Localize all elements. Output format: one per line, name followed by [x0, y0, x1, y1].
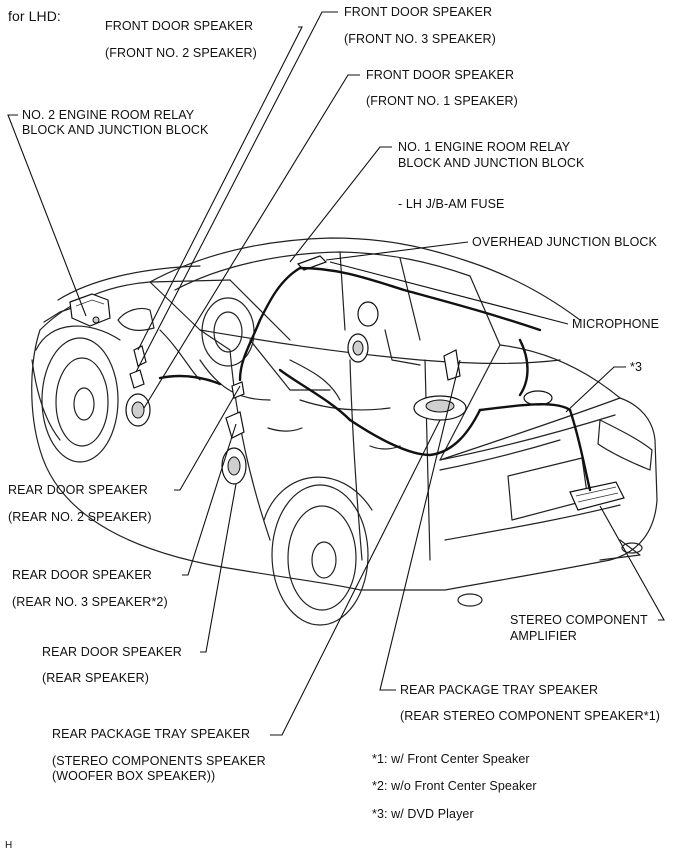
front-no3-line1: FRONT DOOR SPEAKER — [344, 5, 493, 19]
rear-tray2-line3: (WOOFER BOX SPEAKER)) — [52, 769, 216, 783]
front-no1-line1: FRONT DOOR SPEAKER — [366, 68, 515, 82]
stereo-amplifier — [569, 481, 625, 511]
no2-relay-block — [69, 293, 111, 327]
footnote-3: *3: w/ DVD Player — [372, 807, 474, 821]
rear-wheel — [263, 476, 373, 626]
rear-tray-speakers — [347, 301, 553, 421]
rear-no3-line1: REAR DOOR SPEAKER — [12, 568, 152, 582]
overhead-jb-label: OVERHEAD JUNCTION BLOCK — [472, 235, 657, 249]
figure-header: for LHD: — [8, 8, 61, 24]
front-wheel — [35, 325, 121, 463]
front-no2-line1: FRONT DOOR SPEAKER — [105, 19, 254, 33]
front-no1-line2: (FRONT NO. 1 SPEAKER) — [366, 94, 518, 108]
footnote-1: *1: w/ Front Center Speaker — [372, 752, 530, 766]
no1-relay-line1: NO. 1 ENGINE ROOM RELAY — [398, 140, 571, 154]
rear-no2-line1: REAR DOOR SPEAKER — [8, 483, 148, 497]
no2-relay-line2: BLOCK AND JUNCTION BLOCK — [22, 123, 209, 137]
leader-lines — [7, 11, 665, 736]
rear-door-speakers — [221, 381, 247, 485]
front-no3-line2: (FRONT NO. 3 SPEAKER) — [344, 32, 496, 46]
no2-relay-line1: NO. 2 ENGINE ROOM RELAY — [22, 108, 195, 122]
rear-tray2-line2: (STEREO COMPONENTS SPEAKER — [52, 754, 266, 768]
rear-no3-line2: (REAR NO. 3 SPEAKER*2) — [12, 595, 168, 609]
rear-tray2-line1: REAR PACKAGE TRAY SPEAKER — [52, 727, 251, 741]
microphone-label: MICROPHONE — [572, 317, 660, 331]
no1-relay-line2: BLOCK AND JUNCTION BLOCK — [398, 156, 585, 170]
amplifier-line2: AMPLIFIER — [510, 629, 577, 643]
dvd-marker-label: *3 — [630, 360, 643, 374]
corner-mark: H — [5, 840, 13, 851]
rear-tray1-line2: (REAR STEREO COMPONENT SPEAKER*1) — [400, 709, 661, 723]
amplifier-line1: STEREO COMPONENT — [510, 613, 648, 627]
rear-tray1-line1: REAR PACKAGE TRAY SPEAKER — [400, 683, 599, 697]
car-outline — [31, 237, 658, 607]
rear-no2-line2: (REAR NO. 2 SPEAKER) — [8, 510, 152, 524]
no1-relay-fuse: - LH J/B-AM FUSE — [398, 197, 505, 211]
rear-spk-line1: REAR DOOR SPEAKER — [42, 645, 182, 659]
footnote-2: *2: w/o Front Center Speaker — [372, 779, 537, 793]
front-speakers — [125, 345, 151, 427]
rear-spk-line2: (REAR SPEAKER) — [42, 671, 149, 685]
interior — [159, 297, 421, 411]
front-no2-line2: (FRONT NO. 2 SPEAKER) — [105, 46, 257, 60]
wire-harness — [158, 266, 592, 492]
